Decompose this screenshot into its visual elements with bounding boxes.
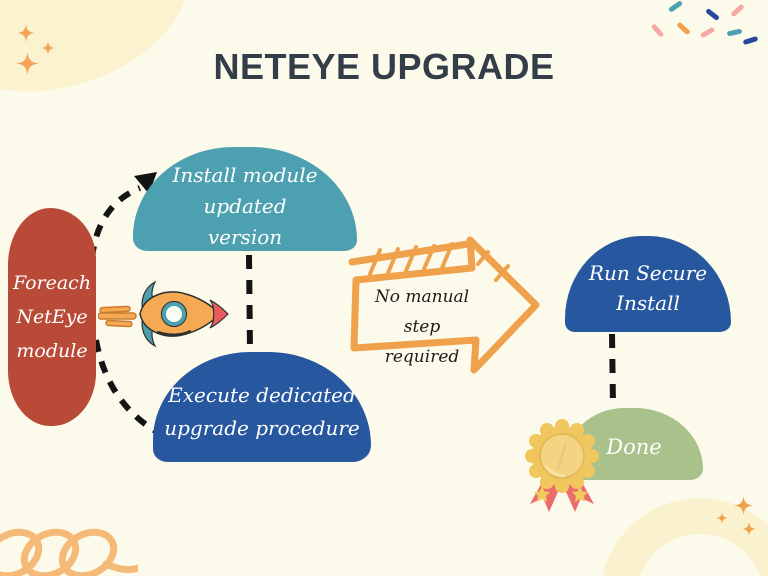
squiggle-decoration [0, 528, 138, 576]
label-line: Execute dedicated [168, 383, 356, 407]
medal-icon [525, 419, 599, 512]
execute-procedure-label: Execute dedicated upgrade procedure [164, 369, 360, 445]
label-line: version [207, 224, 283, 249]
sparkle-icon [716, 512, 728, 524]
label-line: module [16, 340, 88, 362]
confetti-sprinkle [667, 0, 684, 13]
confetti-sprinkle [730, 3, 745, 18]
rocket-icon [98, 280, 229, 348]
confetti-sprinkle [726, 28, 743, 37]
connector-run-to-done [609, 333, 616, 407]
label-line: required [384, 347, 460, 367]
label-line: Install [616, 291, 680, 315]
foreach-module-label: Foreach NetEye module [13, 266, 91, 368]
sparkle-icon [742, 522, 756, 536]
sparkle-icon [17, 24, 35, 42]
confetti-sprinkle [676, 21, 691, 36]
confetti-sprinkle [742, 35, 759, 46]
foreach-module-node: Foreach NetEye module [8, 208, 96, 426]
no-manual-step-arrow [348, 236, 540, 374]
label-line: NetEye [16, 306, 88, 328]
sparkle-icon [734, 496, 753, 515]
no-manual-step-label: No manual step required [357, 282, 487, 372]
install-module-node: Install module updated version [133, 147, 357, 251]
confetti-sprinkle [705, 7, 720, 22]
label-line: Foreach [12, 272, 92, 294]
run-secure-install-node: Run Secure Install [565, 236, 731, 332]
connector-install-to-execute [246, 254, 253, 351]
install-module-label: Install module updated version [133, 146, 357, 253]
label-line: upgrade procedure [164, 416, 360, 440]
execute-procedure-node: Execute dedicated upgrade procedure [153, 352, 371, 462]
label-line: Install module updated [172, 162, 318, 218]
done-label: Done [606, 435, 662, 459]
sparkle-icon [41, 41, 55, 55]
run-secure-install-label: Run Secure Install [589, 250, 707, 318]
page-title: NETEYE UPGRADE [213, 46, 555, 87]
confetti-sprinkle [650, 23, 665, 38]
label-line: Run Secure [588, 261, 708, 285]
sparkle-icon [16, 52, 39, 75]
label-line: No manual step [374, 287, 470, 337]
confetti-sprinkle [699, 26, 716, 39]
